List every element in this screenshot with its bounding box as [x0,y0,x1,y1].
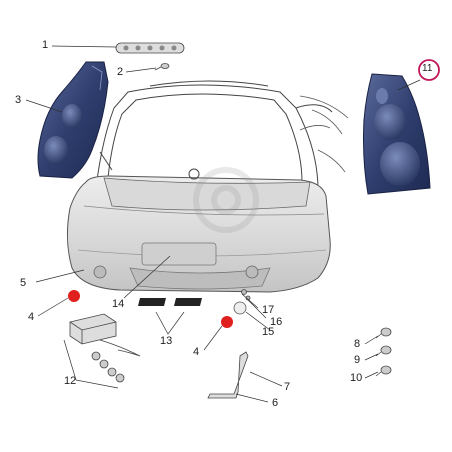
part-11-right-panel [363,73,431,195]
body-lines [299,95,349,173]
part-13-pads [138,298,202,306]
callout-4-right: 4 [193,346,200,358]
callout-16: 16 [270,316,283,328]
callout-10: 10 [350,372,363,384]
part-6-7-bracket [207,351,249,399]
callout-1: 1 [42,39,49,51]
leader-lines [25,45,421,403]
callout-3: 3 [15,94,22,106]
callout-13: 13 [160,335,173,347]
part-1-light-bar [115,42,185,54]
callout-9: 9 [354,354,361,366]
part-15-washer [233,301,247,315]
callout-12: 12 [64,375,77,387]
part-4-red-dot-left [68,290,80,302]
callout-8: 8 [354,338,361,350]
part-3-left-panel [37,61,109,179]
callout-11: 11 [422,63,433,74]
part-4-red-dot-right [221,316,233,328]
callout-7: 7 [284,381,291,393]
callout-6: 6 [272,397,279,409]
rear-bumper [66,168,331,293]
parts-8-9-10-clips [375,327,392,377]
callout-15: 15 [262,326,275,338]
callout-17: 17 [262,304,275,316]
callout-14: 14 [112,298,125,310]
callout-5: 5 [20,277,27,289]
part-16-17-fastener [241,289,251,301]
callout-2: 2 [117,66,124,78]
callout-4-left: 4 [28,311,35,323]
part-2-screw [154,63,170,71]
watermark [193,167,259,233]
part-12-sensor-kit [69,313,141,383]
highlight-ring [418,59,440,81]
